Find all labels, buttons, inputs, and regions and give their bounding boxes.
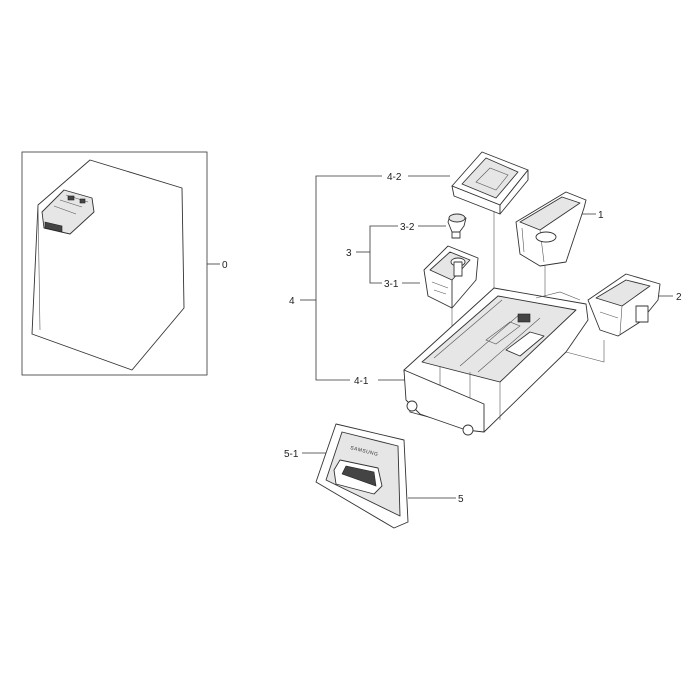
callout-2: 2 [676,292,682,303]
callout-3-1: 3-1 [384,279,399,290]
part-4-2-tray [451,151,529,215]
callout-0: 0 [222,260,228,271]
callout-3: 3 [346,248,352,259]
panel-handle [333,459,383,495]
overview-dispenser-icon [41,189,95,235]
part-5-front-panel: SAMSUNG [315,423,409,529]
part-2-cup [587,273,661,337]
callout-3-2: 3-2 [400,222,415,233]
callout-4-1: 4-1 [354,376,369,387]
callout-5-1: 5-1 [284,449,299,460]
callout-4: 4 [289,296,295,307]
callout-4-2: 4-2 [387,172,402,183]
part-3-2-cap [447,213,467,239]
part-4-1-housing [403,287,589,436]
part-1-cup [515,191,587,267]
callout-1: 1 [598,210,604,221]
part-3-1-cup [423,245,479,309]
callout-5: 5 [458,494,464,505]
overview-frame: 0 [21,151,228,376]
